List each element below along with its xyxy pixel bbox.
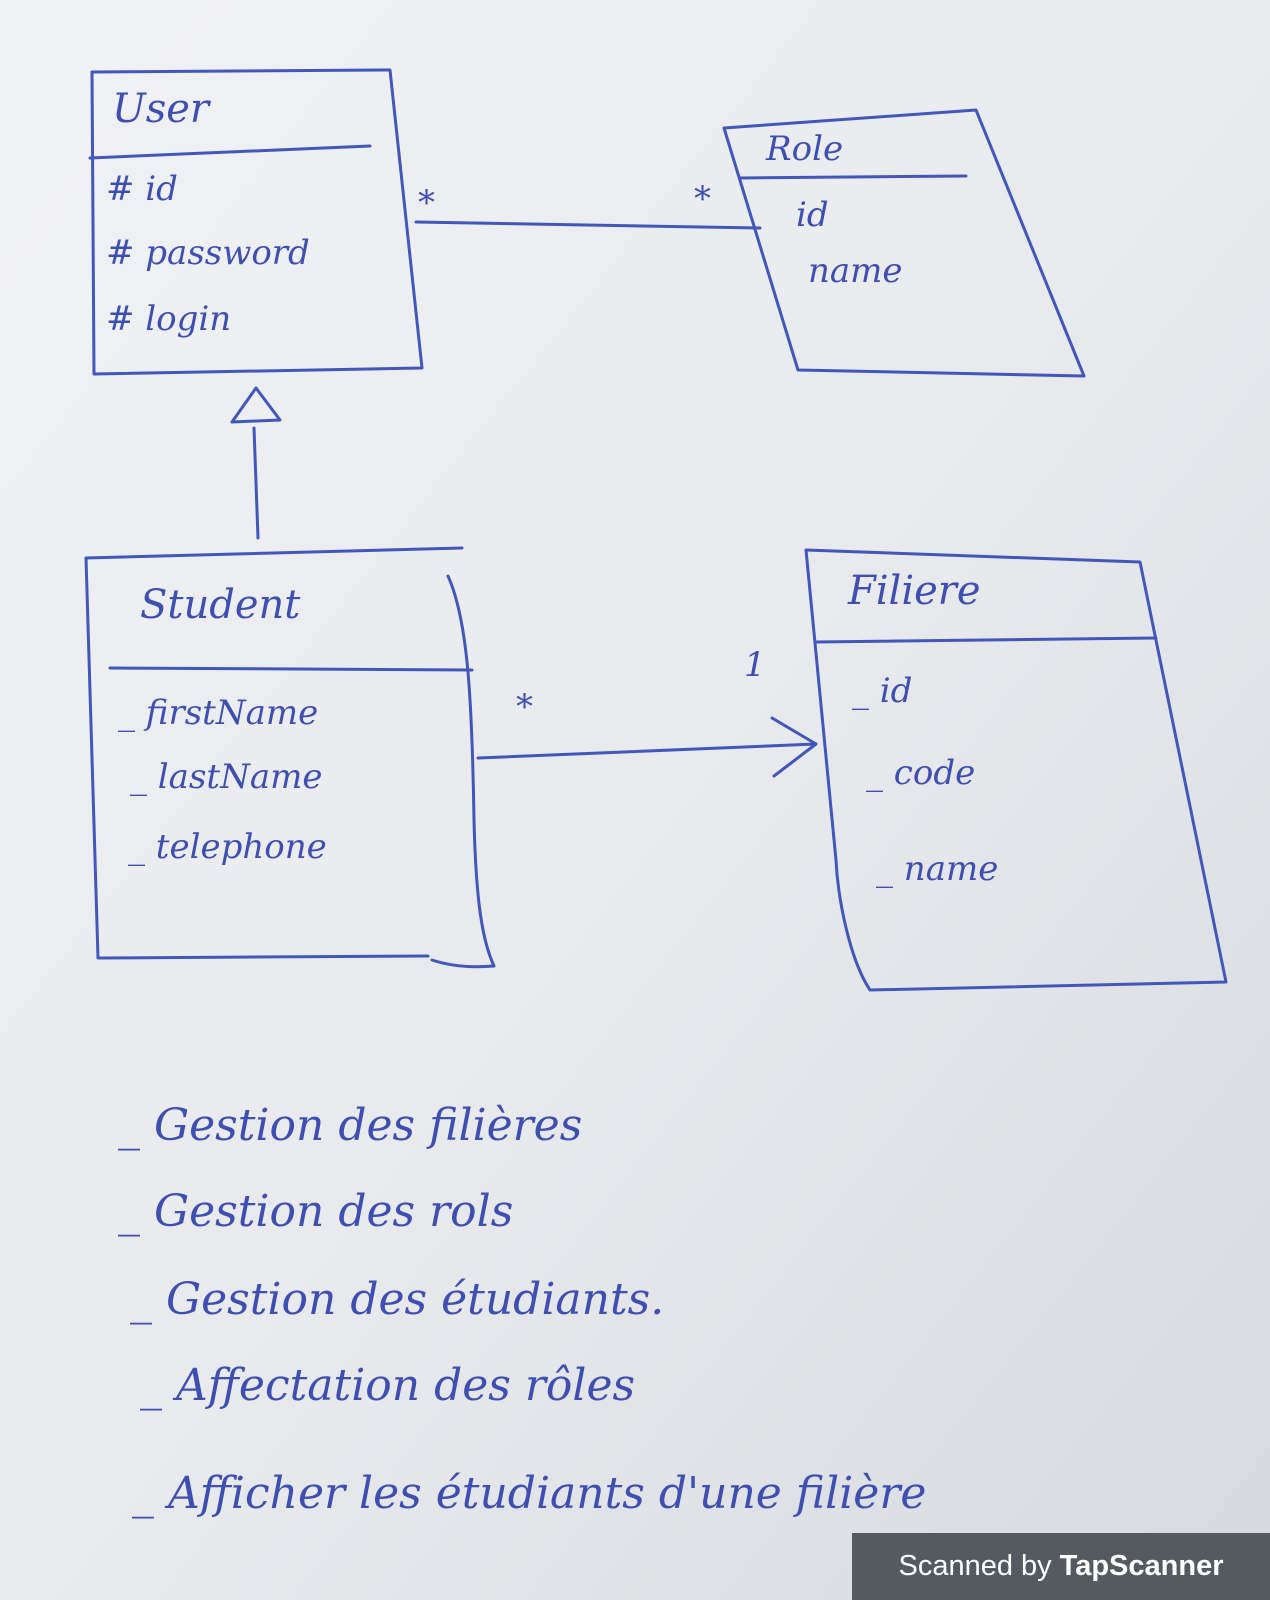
user-class-box [90,68,424,376]
requirement-item: _ Affectation des rôles [140,1360,635,1411]
requirement-item: _ Gestion des filières [118,1100,582,1151]
role-class-divider [738,174,968,180]
filiere-class-divider [814,636,1158,644]
student-class-title: Student [140,582,301,628]
inheritance-line [252,426,260,540]
user-role-association-line [414,220,762,230]
requirement-item: _ Gestion des étudiants. [130,1274,664,1325]
role-class-box [722,108,1086,378]
student-attr-telephone: _ telephone [128,827,327,867]
watermark-prefix: Scanned by [898,1550,1052,1582]
filiere-class-box [804,548,1228,992]
student-attr-lastname: _ lastName [130,757,322,797]
user-attr-login: # login [106,299,231,339]
role-attr-name: name [808,251,903,291]
user-role-multiplicity-user: * [418,183,435,223]
role-class: Role id name [722,108,1086,378]
filiere-attr-name: _ name [876,849,998,889]
filiere-attr-id: _ id [852,671,912,711]
user-attr-id: # id [106,169,178,209]
user-class-divider [88,144,372,160]
student-attr-firstname: _ firstName [118,693,318,733]
role-attr-id: id [796,195,829,235]
filiere-attr-code: _ code [866,753,975,793]
user-class-title: User [112,86,212,132]
filiere-class: Filiere _ id _ code _ name [804,548,1228,992]
role-class-title: Role [765,129,843,169]
requirement-item: _ Afficher les étudiants d'une filière [132,1468,926,1519]
user-role-multiplicity-role: * [694,179,711,219]
watermark-brand: TapScanner [1059,1550,1224,1582]
user-class: User # id # password # login [88,68,424,376]
inheritance-arrowhead [230,386,282,424]
scanner-watermark: Scanned by TapScanner [852,1533,1270,1600]
student-filiere-multiplicity-filiere: 1 [744,645,766,685]
requirement-item: _ Gestion des rols [118,1186,513,1237]
user-attr-password: # password [106,233,310,273]
student-class-box [84,546,496,969]
student-class: Student _ firstName _ lastName _ telepho… [84,546,496,969]
filiere-class-title: Filiere [847,568,981,614]
requirements-list: _ Gestion des filières _ Gestion des rol… [118,1100,926,1519]
student-class-divider [108,666,474,672]
student-filiere-association-line [476,742,818,760]
student-filiere-multiplicity-student: * [516,687,533,727]
student-filiere-arrowhead [770,716,818,778]
